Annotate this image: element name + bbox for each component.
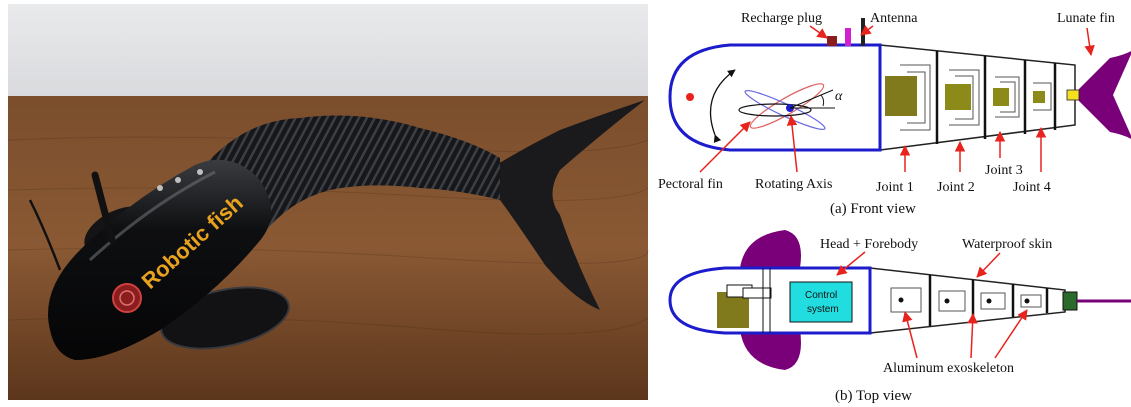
pectoral-fin-label: Pectoral fin — [658, 177, 723, 192]
control-system-box — [790, 282, 852, 322]
joint-1-label: Joint 1 — [876, 180, 914, 195]
joint-4-label: Joint 4 — [1013, 180, 1051, 195]
pectoral-fin-top — [740, 230, 801, 268]
battery-3 — [993, 88, 1009, 106]
front-view: α Recharge plug Antenna Lunate fin — [658, 11, 1131, 217]
battery-2 — [945, 84, 971, 110]
joint-3-label: Joint 3 — [985, 163, 1023, 178]
schematic-diagram: α Recharge plug Antenna Lunate fin — [655, 0, 1131, 407]
robotic-fish-photo: Robotic fish — [0, 0, 655, 407]
pectoral-fin-bottom — [740, 330, 801, 370]
lunate-fin-front — [1073, 50, 1131, 140]
recharge-plug — [827, 36, 837, 46]
head-forebody-label: Head + Forebody — [820, 237, 918, 252]
control-system-label-1: Control — [805, 290, 837, 301]
joint-2-label: Joint 2 — [937, 180, 975, 195]
front-view-caption: (a) Front view — [830, 201, 916, 217]
battery-4 — [1033, 91, 1045, 103]
battery-1 — [885, 76, 917, 116]
lunate-fin-label: Lunate fin — [1057, 11, 1115, 26]
eye-dot — [686, 93, 694, 101]
aluminum-exoskeleton-label: Aluminum exoskeleton — [883, 361, 1014, 376]
alpha-label: α — [835, 89, 843, 104]
rotating-axis-label: Rotating Axis — [755, 177, 832, 192]
antenna-label: Antenna — [870, 11, 918, 26]
waterproof-skin-label: Waterproof skin — [962, 237, 1052, 252]
head-forebody-front — [670, 45, 880, 150]
top-view-caption: (b) Top view — [835, 388, 912, 404]
recharge-plug-label: Recharge plug — [741, 11, 822, 26]
university-emblem — [113, 284, 141, 312]
top-view: Control system Head + Forebody Waterproo… — [670, 230, 1131, 404]
control-system-label-2: system — [807, 304, 839, 315]
